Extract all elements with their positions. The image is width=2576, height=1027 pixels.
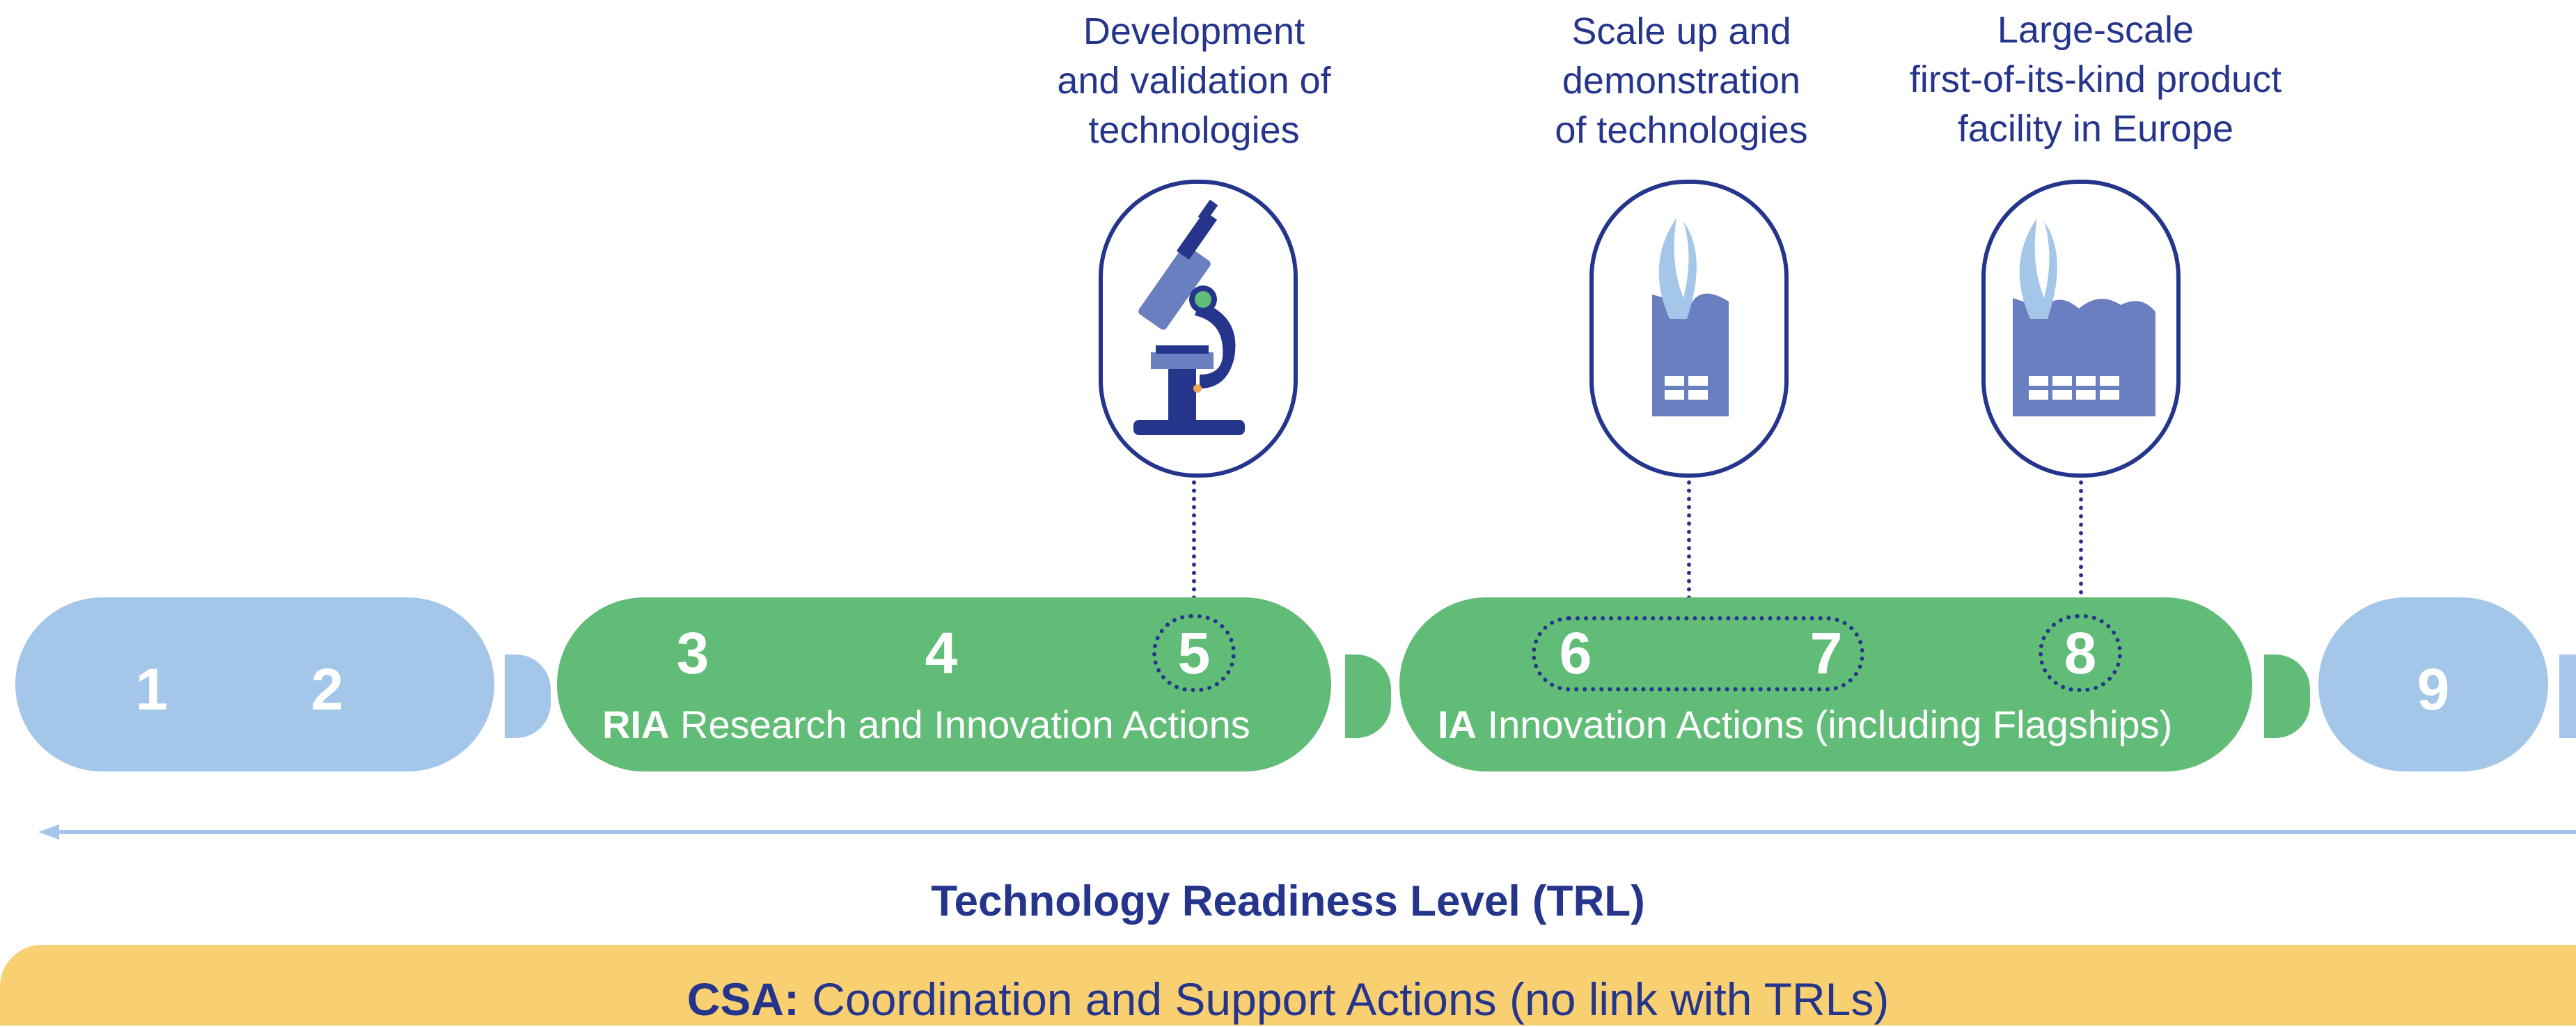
ia-label: IA Innovation Actions (including Flagshi… [1438,702,2172,748]
trl-level-5: 5 [1177,620,1211,686]
trl-6-7-ring [1532,616,1864,691]
csa-abbr: CSA: [686,973,800,1025]
trl-level-4: 4 [925,620,958,686]
caption-development: Development and validation of technologi… [1057,10,1331,151]
trl-title: Technology Readiness Level (TRL) [931,877,1645,925]
factory-double-icon [2013,218,2155,416]
connector-cap-3 [2264,654,2310,738]
trl-level-8: 8 [2064,620,2097,686]
trl-level-6: 6 [1559,620,1592,686]
trl-level-7: 7 [1809,620,1843,686]
connector-cap-1 [505,654,551,738]
ia-text: Innovation Actions (including Flagships) [1477,703,2173,746]
trl-8-ring [2039,614,2122,692]
trl-arrow [38,824,2576,840]
trl-level-3: 3 [676,620,709,686]
ria-abbr: RIA [602,703,670,746]
csa-label: CSA: Coordination and Support Actions (n… [0,971,2576,1027]
connector-cap-4 [2559,654,2576,738]
trl-5-ring [1152,614,1236,692]
caption-scale-up: Scale up and demonstration of technologi… [1555,10,1808,151]
trl-level-2: 2 [311,657,344,722]
ria-text: Research and Innovation Actions [669,703,1250,746]
caption-large-scale: Large-scale first-of-its-kind product fa… [1909,9,2282,150]
connector-large [2079,480,2083,620]
csa-bar [0,945,2576,1026]
connector-scale [1687,480,1691,616]
trl-pill-9 [2318,597,2548,771]
trl-pill-1-2 [15,597,494,771]
csa-text: Coordination and Support Actions (no lin… [799,973,1890,1025]
connector-dev [1192,480,1196,616]
factory-single-icon [1652,218,1729,416]
connector-cap-2 [1345,654,1391,738]
trl-level-9: 9 [2417,657,2450,722]
ria-label: RIA Research and Innovation Actions [602,702,1250,748]
ia-abbr: IA [1438,703,1477,746]
microscope-icon [1133,199,1245,435]
trl-level-1: 1 [135,657,168,722]
